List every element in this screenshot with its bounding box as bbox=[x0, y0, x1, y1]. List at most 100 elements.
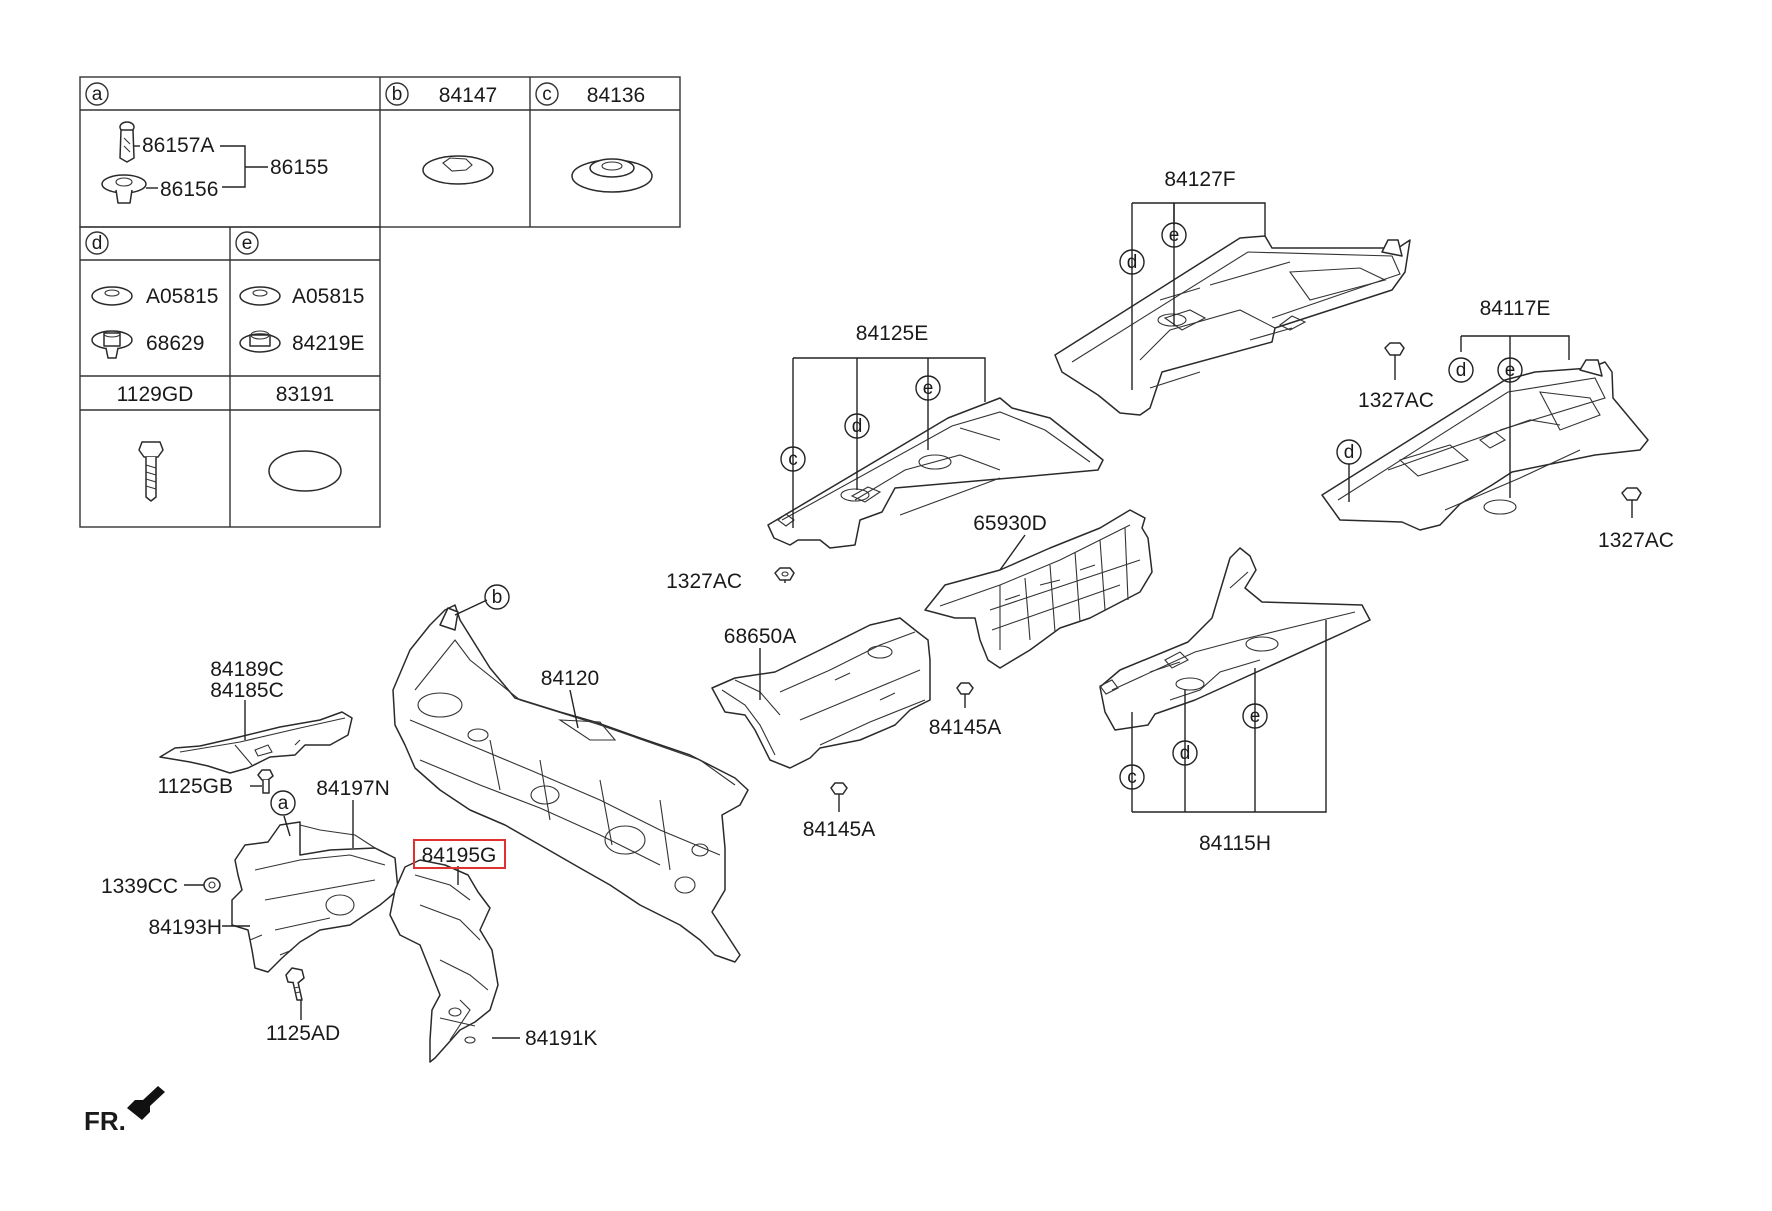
pad-83191-icon bbox=[268, 450, 342, 492]
label-1327ac-top: 1327AC bbox=[1358, 389, 1434, 412]
grommet-84147-icon bbox=[422, 155, 494, 185]
legend-84147-label: 84147 bbox=[439, 84, 497, 107]
legend-68629-label: 68629 bbox=[146, 332, 204, 355]
label-84115h: 84115H bbox=[1199, 832, 1271, 855]
part-labels: 84127F 84125E 84117E 1327AC 1327AC 1327A… bbox=[101, 168, 1674, 1050]
callout-letter-d-2: d bbox=[852, 416, 863, 437]
legend-letter-d: d bbox=[92, 233, 103, 254]
nut-68629-icon bbox=[91, 330, 133, 359]
label-84197n: 84197N bbox=[316, 777, 390, 800]
label-84125e: 84125E bbox=[856, 322, 928, 345]
label-1125ad: 1125AD bbox=[266, 1022, 340, 1045]
label-84127f: 84127F bbox=[1164, 168, 1235, 191]
fastener-84145a-lower-icon bbox=[830, 782, 848, 795]
nut-a05815-icon bbox=[91, 286, 133, 306]
bolt-1125gb-icon bbox=[257, 769, 274, 794]
callout-letter-e-2: e bbox=[923, 378, 934, 399]
label-1327ac-center: 1327AC bbox=[666, 570, 742, 593]
callout-letter-c-1: c bbox=[788, 449, 798, 470]
leader-lines bbox=[184, 202, 1633, 1039]
callout-letter-d-3: d bbox=[1456, 360, 1467, 381]
callout-letter-e-3: e bbox=[1505, 360, 1516, 381]
legend-cell-e: e A05815 84219E bbox=[235, 231, 364, 355]
label-84193h: 84193H bbox=[148, 916, 222, 939]
label-68650a: 68650A bbox=[724, 625, 796, 648]
label-84145a-upper: 84145A bbox=[929, 716, 1001, 739]
label-84195g: 84195G bbox=[422, 844, 497, 867]
legend-cell-bolt: 1129GD bbox=[117, 383, 194, 502]
callout-letter-b: b bbox=[492, 587, 503, 608]
callout-letter-a: a bbox=[278, 793, 289, 814]
callout-circle-e-2 bbox=[915, 375, 941, 401]
nut-84219e-icon bbox=[239, 330, 281, 353]
fastener-1327ac-top-icon bbox=[1384, 342, 1405, 356]
legend-84136-label: 84136 bbox=[587, 84, 645, 107]
bolt-1129gd-icon bbox=[138, 441, 164, 502]
label-1125gb: 1125GB bbox=[158, 775, 234, 798]
fastener-84145a-upper-icon bbox=[956, 682, 974, 695]
label-84117e: 84117E bbox=[1480, 297, 1551, 320]
label-1339cc: 1339CC bbox=[101, 875, 178, 898]
legend-1129gd-label: 1129GD bbox=[117, 383, 194, 406]
callout-circle-e-4 bbox=[1242, 703, 1268, 729]
cover-84189c bbox=[159, 711, 353, 774]
label-84185c: 84185C bbox=[210, 679, 284, 702]
insulator-65930d bbox=[924, 509, 1153, 669]
label-84191k: 84191K bbox=[525, 1027, 597, 1050]
legend-86156-label: 86156 bbox=[160, 178, 218, 201]
legend-cell-b: b 84147 bbox=[385, 82, 497, 185]
clip-86157a-icon bbox=[119, 121, 135, 163]
insulator-68650a bbox=[711, 617, 931, 769]
clip-86156-icon bbox=[101, 174, 147, 204]
legend-83191-label: 83191 bbox=[276, 383, 334, 406]
callout-letter-d-1: d bbox=[1127, 252, 1138, 273]
callout-letter-e-4: e bbox=[1250, 706, 1261, 727]
callout-letter-d-5: d bbox=[1180, 743, 1191, 764]
front-direction-indicator: FR. bbox=[84, 1086, 165, 1136]
dash-panel-84120 bbox=[392, 604, 749, 963]
callout-circle-c-1 bbox=[780, 446, 806, 472]
callout-circle-d-5 bbox=[1172, 740, 1198, 766]
legend-letter-b: b bbox=[392, 84, 403, 105]
nut-1339cc-icon bbox=[203, 877, 221, 893]
label-65930d: 65930D bbox=[973, 512, 1047, 535]
fastener-1327ac-right-icon bbox=[1621, 487, 1642, 501]
callout-circle-a bbox=[270, 790, 296, 816]
callout-letter-e-1: e bbox=[1169, 225, 1180, 246]
grommet-84136-icon bbox=[571, 158, 653, 193]
circle-callouts: d e c d e d e d c d e b a bbox=[270, 222, 1523, 816]
callout-circle-d-3 bbox=[1448, 357, 1474, 383]
legend-86157a-label: 86157A bbox=[142, 134, 214, 157]
legend-cell-pad: 83191 bbox=[268, 383, 342, 492]
callout-circle-d-2 bbox=[844, 413, 870, 439]
legend-table bbox=[79, 76, 681, 528]
callout-circle-c-2 bbox=[1119, 764, 1145, 790]
bolt-1125ad-icon bbox=[285, 967, 305, 1001]
legend-letter-a: a bbox=[92, 84, 103, 105]
legend-84219e-label: 84219E bbox=[292, 332, 364, 355]
legend-cell-d: d A05815 68629 bbox=[85, 231, 218, 359]
label-84145a-lower: 84145A bbox=[803, 818, 875, 841]
legend-a05815-label: A05815 bbox=[146, 285, 218, 308]
under-cover-84115h bbox=[1099, 547, 1371, 731]
label-84120: 84120 bbox=[541, 667, 599, 690]
legend-letter-c: c bbox=[542, 84, 552, 105]
front-label: FR. bbox=[84, 1106, 126, 1136]
under-cover-84117e bbox=[1321, 359, 1649, 531]
highlight-box bbox=[413, 839, 506, 869]
highlighted-callout-84195g[interactable]: 84195G bbox=[413, 839, 506, 869]
pad-84195g bbox=[389, 859, 499, 1063]
legend-cell-a: a 86157A 86156 86155 bbox=[85, 82, 328, 204]
legend-86155-label: 86155 bbox=[270, 156, 328, 179]
legend-a05815-e-label: A05815 bbox=[292, 285, 364, 308]
callout-letter-d-4: d bbox=[1344, 442, 1355, 463]
callout-letter-c-2: c bbox=[1127, 767, 1137, 788]
callout-circle-d-1 bbox=[1119, 249, 1145, 275]
legend-cell-c: c 84136 bbox=[535, 82, 653, 193]
fastener-1327ac-center-icon bbox=[774, 567, 795, 581]
label-84189c: 84189C bbox=[210, 658, 284, 681]
nut-a05815-e-icon bbox=[239, 286, 281, 306]
label-1327ac-right: 1327AC bbox=[1598, 529, 1674, 552]
pad-84193h bbox=[231, 821, 399, 973]
